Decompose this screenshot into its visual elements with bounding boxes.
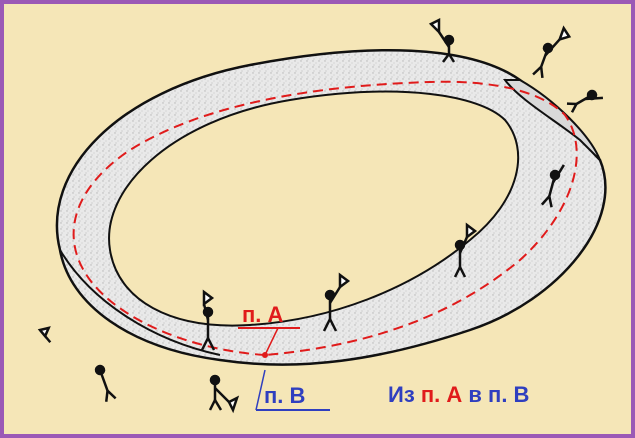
caption-part-4: п. В	[488, 382, 529, 407]
caption-part-1: Из	[388, 382, 421, 407]
caption-part-2: п. А	[421, 382, 463, 407]
point-b-label: п. В	[264, 383, 305, 408]
caption: Из п. А в п. В	[388, 382, 529, 407]
caption-part-3: в	[468, 382, 488, 407]
point-a-label: п. А	[242, 302, 284, 327]
